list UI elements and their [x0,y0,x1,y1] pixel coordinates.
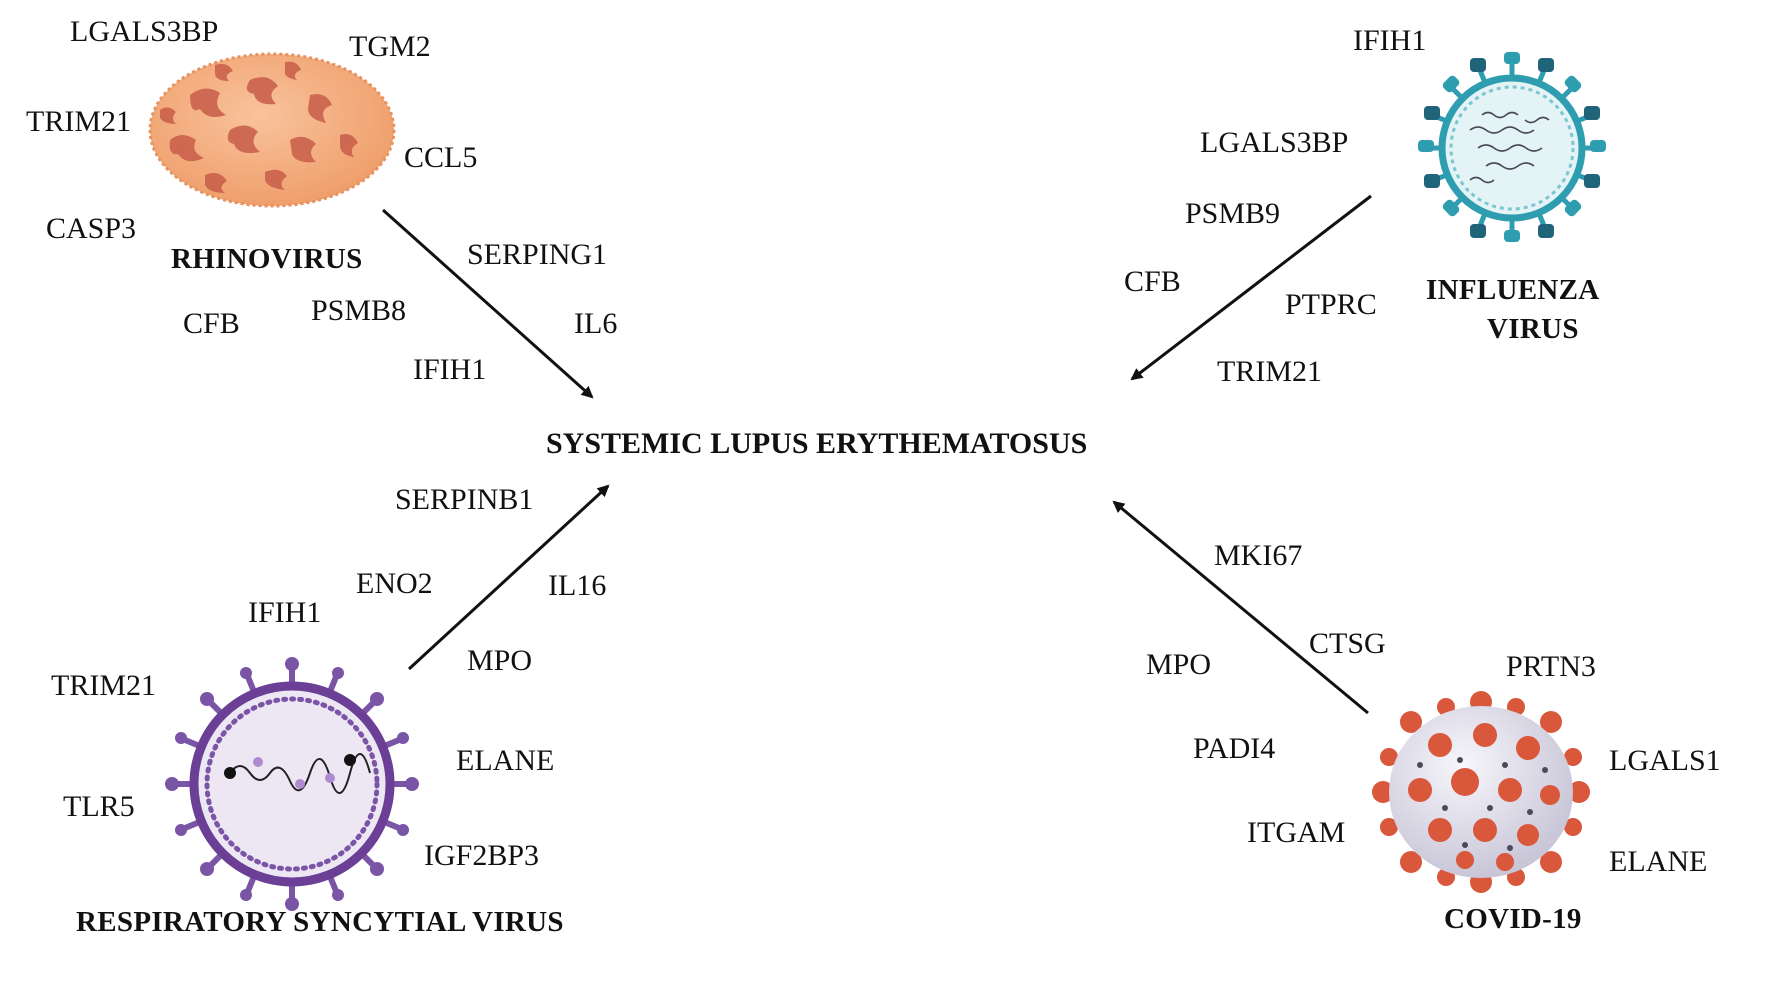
rsv-gene-serpinb1: SERPINB1 [395,483,534,516]
influenza-title-line1: INFLUENZA [1426,274,1600,306]
rsv-gene-il16: IL16 [548,569,607,602]
covid-title: COVID-19 [1444,903,1582,935]
rhinovirus-gene-serping1: SERPING1 [467,238,608,271]
influenza-gene-psmb9: PSMB9 [1185,197,1281,230]
influenza-gene-trim21: TRIM21 [1217,355,1322,388]
rhinovirus-gene-casp3: CASP3 [46,212,137,245]
covid-gene-lgals1: LGALS1 [1609,744,1721,777]
rsv-illustration [165,657,419,911]
covid-gene-mpo: MPO [1146,648,1212,681]
rhinovirus-gene-lgals3bp: LGALS3BP [70,15,219,48]
sle-title: SYSTEMIC LUPUS ERYTHEMATOSUS [546,427,1088,460]
covid-illustration [1372,691,1590,893]
influenza-gene-ifih1: IFIH1 [1353,24,1427,57]
rsv-gene-igf2bp3: IGF2BP3 [424,839,540,872]
covid-gene-elane: ELANE [1609,845,1708,878]
covid-gene-prtn3: PRTN3 [1506,650,1596,683]
rsv-gene-eno2: ENO2 [356,567,433,600]
rsv-title: RESPIRATORY SYNCYTIAL VIRUS [76,906,564,938]
rhinovirus-gene-tgm2: TGM2 [349,30,431,63]
rsv-gene-trim21: TRIM21 [51,669,156,702]
influenza-illustration [1418,52,1606,242]
influenza-title-line2: VIRUS [1487,313,1579,345]
rhinovirus-gene-ifih1: IFIH1 [413,353,487,386]
rhinovirus-gene-psmb8: PSMB8 [311,294,407,327]
arrow-influenza-to-sle [1130,194,1372,381]
rsv-gene-mpo: MPO [467,644,533,677]
rhinovirus-title: RHINOVIRUS [171,243,363,275]
rsv-gene-ifih1: IFIH1 [248,596,322,629]
arrow-rhinovirus-to-sle [381,208,594,399]
influenza-gene-lgals3bp: LGALS3BP [1200,126,1349,159]
arrow-covid-to-sle [1112,500,1369,715]
rsv-gene-tlr5: TLR5 [63,790,135,823]
rsv-gene-elane: ELANE [456,744,555,777]
rhinovirus-gene-trim21: TRIM21 [26,105,131,138]
covid-gene-padi4: PADI4 [1193,732,1276,765]
rhinovirus-gene-il6: IL6 [574,307,618,340]
rhinovirus-gene-cfb: CFB [183,307,240,340]
arrow-rsv-to-sle [407,484,610,671]
covid-gene-ctsg: CTSG [1309,627,1386,660]
covid-gene-itgam: ITGAM [1247,816,1346,849]
rhinovirus-gene-ccl5: CCL5 [404,141,478,174]
covid-gene-mki67: MKI67 [1214,539,1303,572]
influenza-gene-cfb: CFB [1124,265,1181,298]
rhinovirus-illustration [148,52,396,208]
influenza-gene-ptprc: PTPRC [1285,288,1377,321]
